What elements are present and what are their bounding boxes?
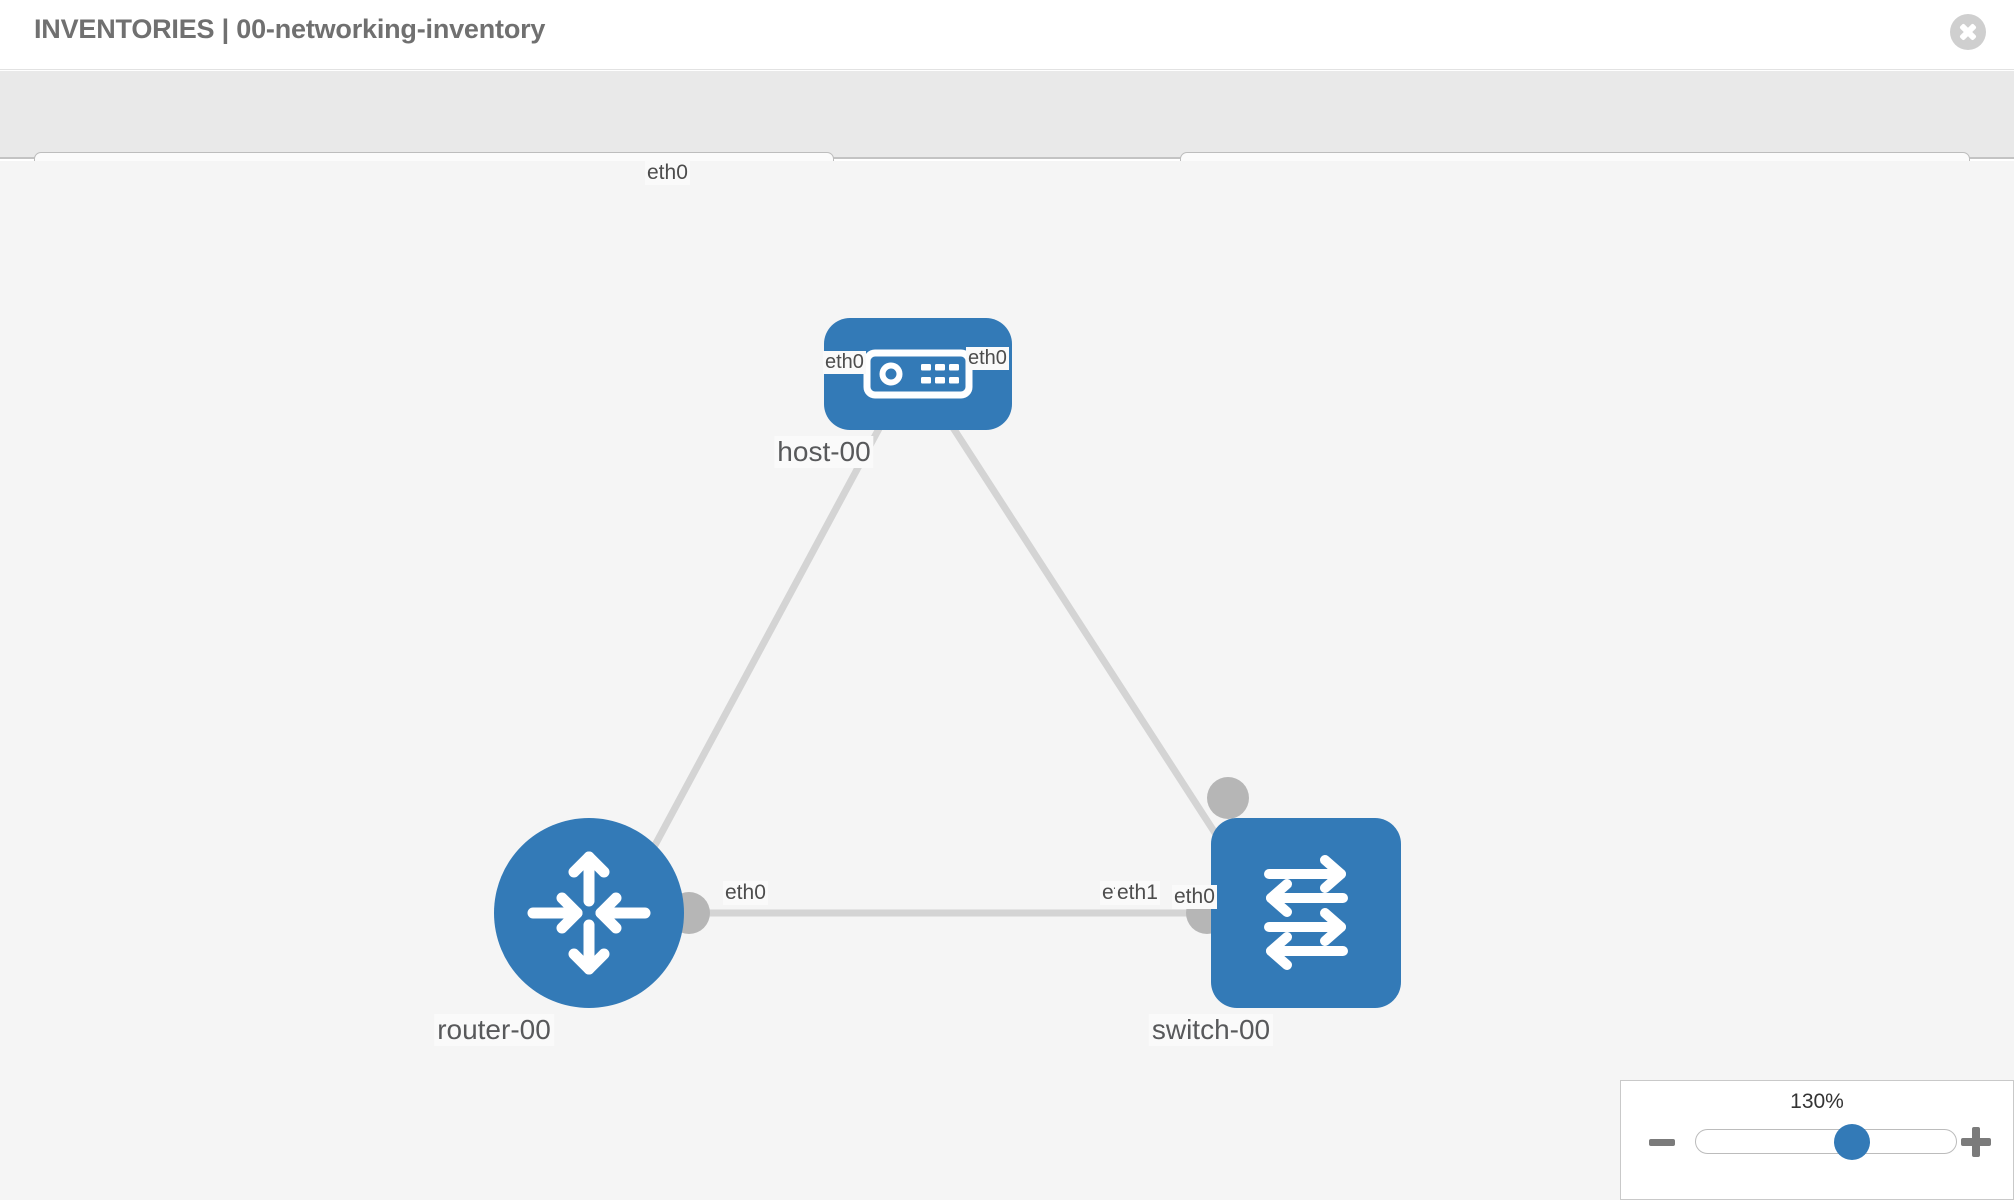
topology-edges [636,421,1240,917]
edge-label-host-right-eth0: eth0 [966,347,1009,370]
router-icon [527,851,651,975]
edge-host-router [636,421,886,875]
node-label-router-00: router-00 [434,1014,554,1046]
zoom-in-button[interactable] [1961,1127,1991,1157]
switch-icon [1264,855,1348,970]
edge-label-switch-up-eth0: eth0 [1172,885,1217,909]
edge-host-switch [947,421,1240,869]
edge-label-switch-left-eth1: eth1 [1115,881,1160,905]
router-node-shape[interactable] [494,818,684,1008]
toolbar: ACTIONS SEARCH [0,71,2014,204]
edge-label-host-left-eth0: eth0 [823,351,866,374]
zoom-slider-thumb[interactable] [1834,1123,1870,1160]
connector-nub-switch-top[interactable] [1207,777,1249,819]
zoom-in-icon-vertical [1972,1127,1980,1157]
zoom-level-value: 130% [1790,1090,1844,1113]
zoom-out-button[interactable] [1649,1139,1675,1146]
node-label-host-00: host-00 [774,436,874,468]
window-header: INVENTORIES | 00-networking-inventory [0,0,2014,70]
switch-node-shape[interactable] [1211,818,1401,1008]
node-label-switch-00: switch-00 [1148,1014,1274,1046]
edge-label-router-right-eth0: eth0 [723,881,768,905]
zoom-slider-track[interactable] [1695,1123,1957,1160]
server-icon [863,349,973,399]
close-icon[interactable] [1950,14,1986,50]
topology-canvas[interactable]: host-00 rout [0,161,2014,1200]
page-title: INVENTORIES | 00-networking-inventory [34,14,546,44]
host-node-shape[interactable] [824,318,1012,430]
edge-label-router-up-eth0: eth0 [645,161,690,185]
zoom-control-panel: 130% [1620,1080,2014,1200]
